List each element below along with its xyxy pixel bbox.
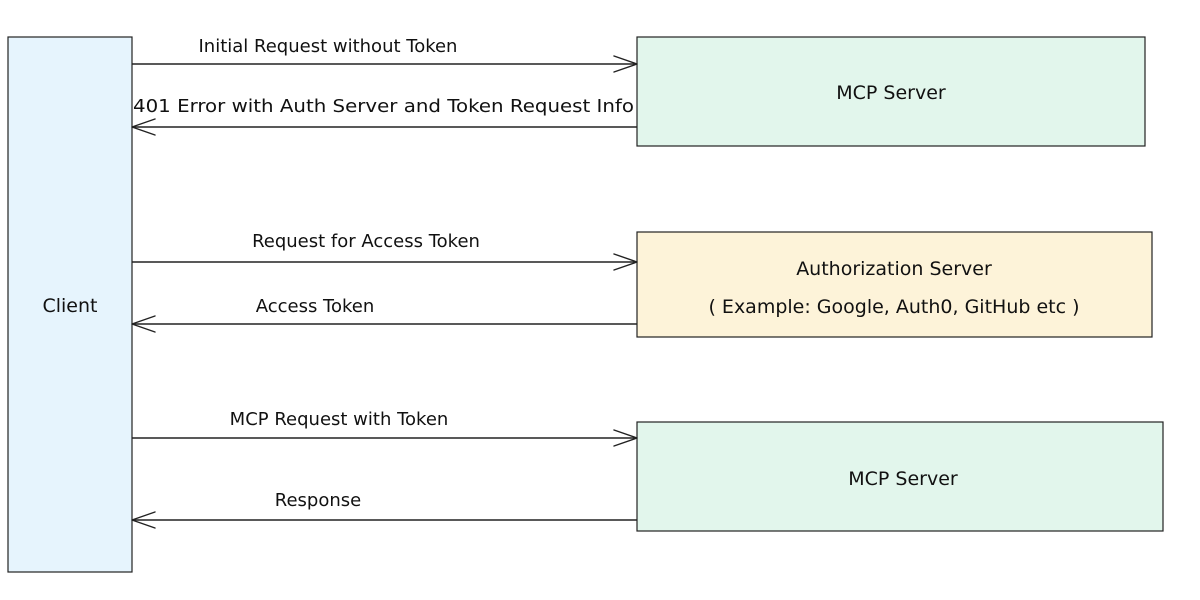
arrow-401-error-label: 401 Error with Auth Server and Token Req…: [133, 96, 634, 117]
arrow-mcp-request-label: MCP Request with Token: [230, 409, 449, 430]
mcp-server-bottom-box: [636, 421, 1164, 532]
arrow-401-error-head: [131, 118, 156, 136]
auth-server-box: [636, 231, 1153, 338]
arrow-request-access-token-label: Request for Access Token: [252, 231, 480, 252]
mcp-server-bottom-node: MCP Server: [636, 421, 1164, 532]
client-box: [7, 36, 133, 573]
mcp-server-top-label: MCP Server: [836, 82, 946, 104]
arrow-initial-request: Initial Request without Token: [132, 36, 638, 73]
mcp-server-top-node: MCP Server: [636, 36, 1146, 147]
auth-server-sublabel: ( Example: Google, Auth0, GitHub etc ): [708, 296, 1079, 318]
arrow-request-access-token: Request for Access Token: [132, 231, 638, 271]
arrow-mcp-request: MCP Request with Token: [132, 409, 638, 447]
arrow-initial-request-label: Initial Request without Token: [199, 36, 458, 57]
arrow-access-token-label: Access Token: [256, 296, 375, 317]
arrow-response-head: [131, 511, 156, 529]
auth-server-node: Authorization Server ( Example: Google, …: [636, 231, 1153, 338]
client-label: Client: [42, 295, 97, 317]
arrow-initial-request-head: [613, 55, 638, 73]
arrow-401-error: 401 Error with Auth Server and Token Req…: [131, 96, 637, 136]
mcp-server-top-box: [636, 36, 1146, 147]
auth-server-label: Authorization Server: [796, 258, 992, 280]
arrow-mcp-request-head: [613, 429, 638, 447]
arrow-response: Response: [131, 490, 637, 529]
arrow-response-label: Response: [275, 490, 361, 511]
arrow-request-access-token-head: [613, 253, 638, 271]
mcp-server-bottom-label: MCP Server: [848, 468, 958, 490]
arrow-access-token: Access Token: [131, 296, 637, 333]
arrow-access-token-head: [131, 315, 156, 333]
client-node: Client: [7, 36, 133, 573]
